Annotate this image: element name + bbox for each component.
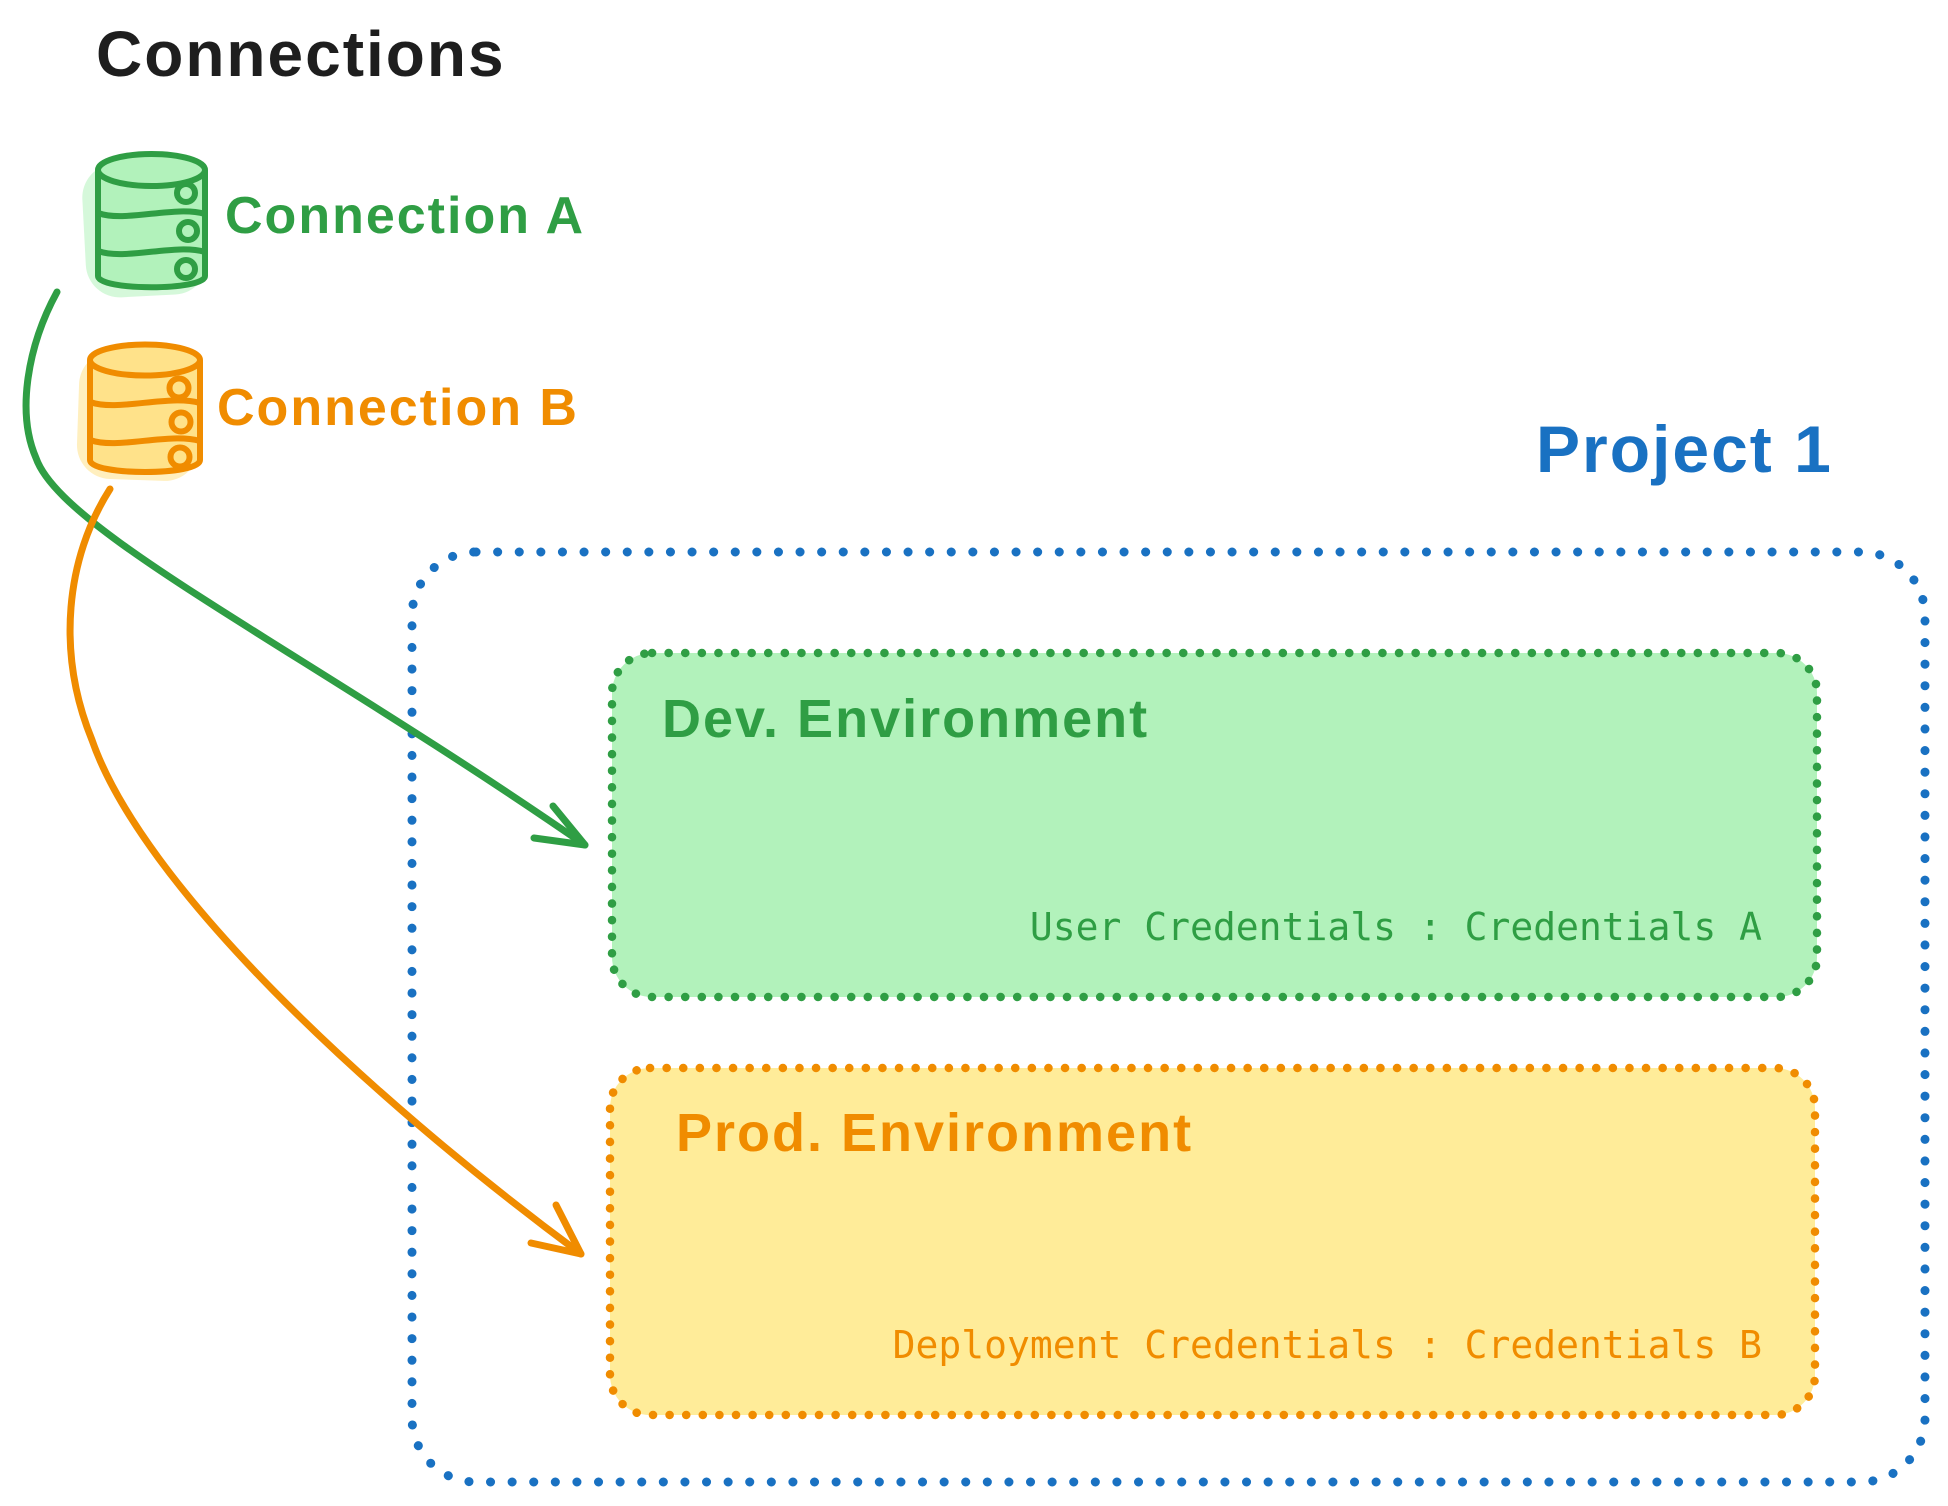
- connection-a-to-dev-arrow: [22, 288, 589, 849]
- dev-credentials-text: User Credentials : Credentials A: [1029, 905, 1762, 949]
- connection-a-label: Connection A: [225, 187, 586, 245]
- connection-b-label: Connection B: [217, 379, 579, 437]
- diagram-title: Connections: [96, 18, 506, 90]
- project-1-container-box: [407, 547, 1930, 1487]
- dev-environment-box: [607, 648, 1822, 1002]
- prod-environment-box: [605, 1063, 1820, 1420]
- dev-environment-label: Dev. Environment: [662, 689, 1150, 749]
- connection-b-to-prod-arrow: [66, 485, 585, 1258]
- arrowhead: [530, 802, 589, 849]
- connection-a-database-icon: [82, 151, 208, 298]
- prod-credentials-text: Deployment Credentials : Credentials B: [892, 1323, 1762, 1367]
- prod-environment-label: Prod. Environment: [676, 1103, 1194, 1163]
- arrowhead: [527, 1201, 585, 1258]
- connection-b-database-icon: [76, 341, 203, 481]
- project-title: Project 1: [1536, 412, 1833, 486]
